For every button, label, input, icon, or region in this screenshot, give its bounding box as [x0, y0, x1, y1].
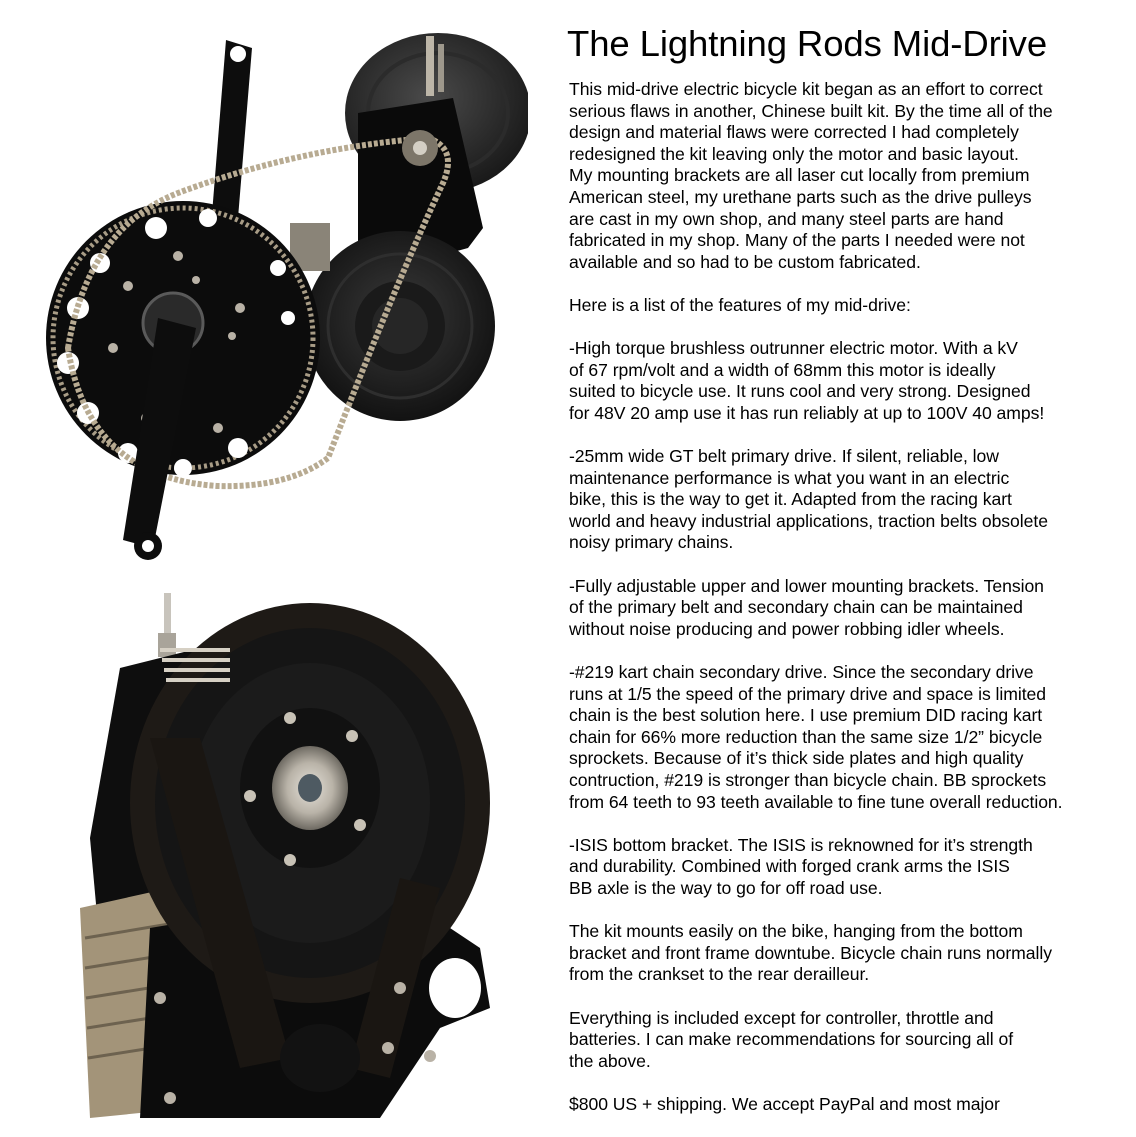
product-photo-belt-drive: [60, 588, 520, 1118]
feature-chain: -#219 kart chain secondary drive. Since …: [569, 662, 1063, 812]
feature-bottom-bracket: -ISIS bottom bracket. The ISIS is reknow…: [569, 834, 1033, 898]
description-column: The Lightning Rods Mid-Drive This mid-dr…: [567, 22, 1129, 1137]
drive-illustration-top: [46, 33, 531, 560]
included-paragraph: Everything is included except for contro…: [569, 1007, 1014, 1071]
features-intro: Here is a list of the features of my mid…: [569, 294, 911, 315]
mounting-paragraph: The kit mounts easily on the bike, hangi…: [569, 921, 1052, 985]
product-photo-crankset: [28, 18, 531, 578]
price-paragraph: $800 US + shipping. We accept PayPal and…: [569, 1093, 1000, 1114]
feature-belt: -25mm wide GT belt primary drive. If sil…: [569, 446, 1048, 553]
feature-brackets: -Fully adjustable upper and lower mounti…: [569, 575, 1044, 639]
drive-illustration-bottom: [80, 593, 490, 1118]
page-title: The Lightning Rods Mid-Drive: [567, 23, 1048, 64]
intro-paragraph: This mid-drive electric bicycle kit bega…: [569, 79, 1053, 272]
feature-motor: -High torque brushless outrunner electri…: [569, 338, 1045, 423]
